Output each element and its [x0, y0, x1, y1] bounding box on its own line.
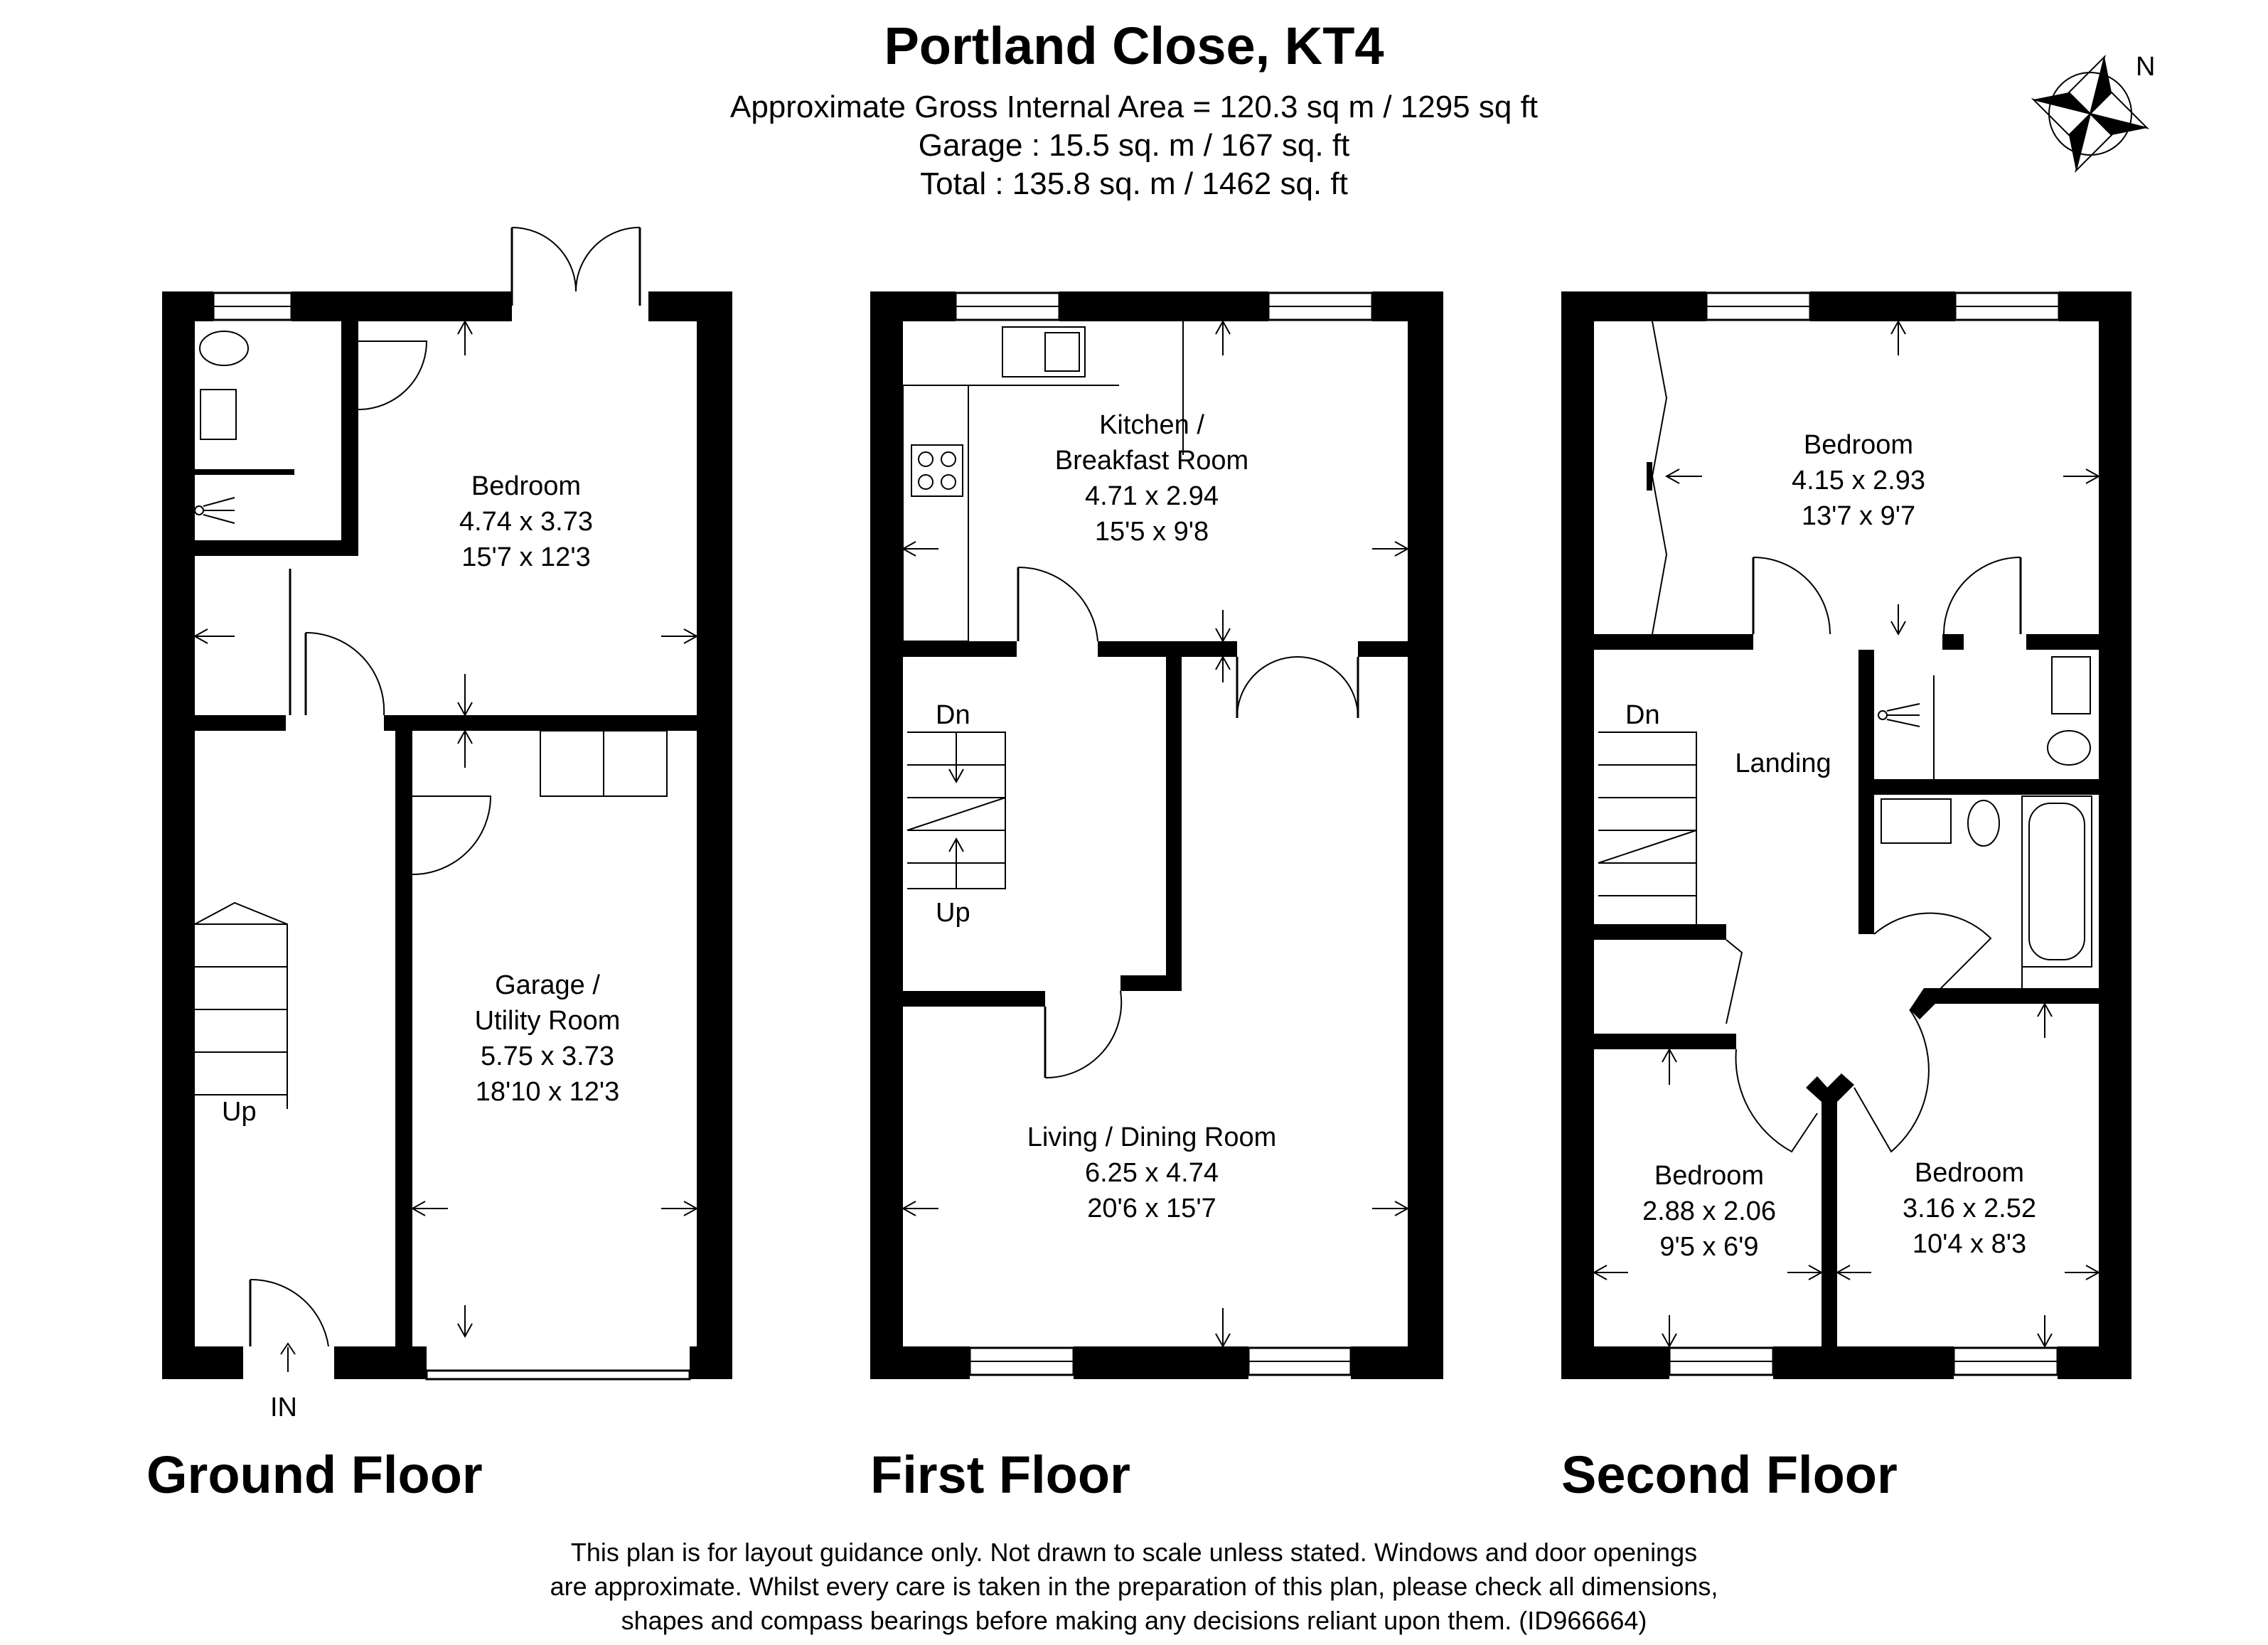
- living-imperial: 20'6 x 15'7: [1087, 1194, 1216, 1223]
- ground-bedroom-metric: 4.74 x 3.73: [459, 507, 593, 537]
- second-main-bedroom-imperial: 13'7 x 9'7: [1802, 501, 1915, 531]
- garage-area-line: Garage : 15.5 sq. m / 167 sq. ft: [918, 128, 1350, 163]
- second-bedroom-left-name: Bedroom: [1654, 1161, 1764, 1191]
- second-main-bedroom-name: Bedroom: [1804, 430, 1913, 460]
- disclaimer-line: shapes and compass bearings before makin…: [621, 1606, 1647, 1635]
- disclaimer: This plan is for layout guidance only. N…: [0, 1536, 2268, 1638]
- garage-imperial: 18'10 x 12'3: [476, 1077, 620, 1107]
- first-stairs-down-label: Dn: [936, 700, 970, 730]
- kitchen-name-line2: Breakfast Room: [1055, 446, 1248, 476]
- second-floor-label: Second Floor: [1561, 1445, 1898, 1504]
- second-bedroom-right-imperial: 10'4 x 8'3: [1913, 1229, 2026, 1259]
- disclaimer-line: This plan is for layout guidance only. N…: [570, 1538, 1698, 1567]
- first-stairs-up-label: Up: [936, 898, 970, 928]
- landing-name: Landing: [1735, 749, 1831, 778]
- garage-name-line1: Garage /: [495, 970, 600, 1000]
- compass-north-label: N: [2136, 52, 2155, 82]
- ground-bedroom-imperial: 15'7 x 12'3: [461, 542, 590, 572]
- ground-floor-plan: [162, 227, 732, 1381]
- kitchen-name-line1: Kitchen /: [1099, 410, 1204, 440]
- second-bedroom-right-name: Bedroom: [1915, 1158, 2024, 1188]
- garage-name-line2: Utility Room: [475, 1006, 621, 1036]
- ground-stairs-up-label: Up: [222, 1097, 257, 1127]
- second-stairs-down-label: Dn: [1625, 700, 1660, 730]
- living-name: Living / Dining Room: [1027, 1122, 1277, 1152]
- living-metric: 6.25 x 4.74: [1085, 1158, 1219, 1188]
- kitchen-imperial: 15'5 x 9'8: [1095, 517, 1209, 547]
- total-area-line: Total : 135.8 sq. m / 1462 sq. ft: [920, 166, 1348, 201]
- second-floor-plan: [1561, 291, 2131, 1379]
- ground-bedroom-name: Bedroom: [471, 471, 581, 501]
- entrance-label: IN: [270, 1393, 297, 1422]
- second-bedroom-left-imperial: 9'5 x 6'9: [1659, 1232, 1758, 1262]
- second-main-bedroom-metric: 4.15 x 2.93: [1792, 466, 1925, 495]
- first-floor-plan: [870, 291, 1443, 1379]
- first-floor-label: First Floor: [870, 1445, 1130, 1504]
- plan-title: Portland Close, KT4: [884, 16, 1384, 75]
- disclaimer-line: are approximate. Whilst every care is ta…: [550, 1572, 1718, 1601]
- gross-area-line: Approximate Gross Internal Area = 120.3 …: [729, 90, 1539, 124]
- second-bedroom-right-metric: 3.16 x 2.52: [1903, 1194, 2036, 1223]
- garage-metric: 5.75 x 3.73: [481, 1041, 614, 1071]
- compass-rose-icon: [2031, 54, 2150, 173]
- second-bedroom-left-metric: 2.88 x 2.06: [1642, 1196, 1776, 1226]
- ground-floor-label: Ground Floor: [146, 1445, 483, 1504]
- kitchen-metric: 4.71 x 2.94: [1085, 481, 1219, 511]
